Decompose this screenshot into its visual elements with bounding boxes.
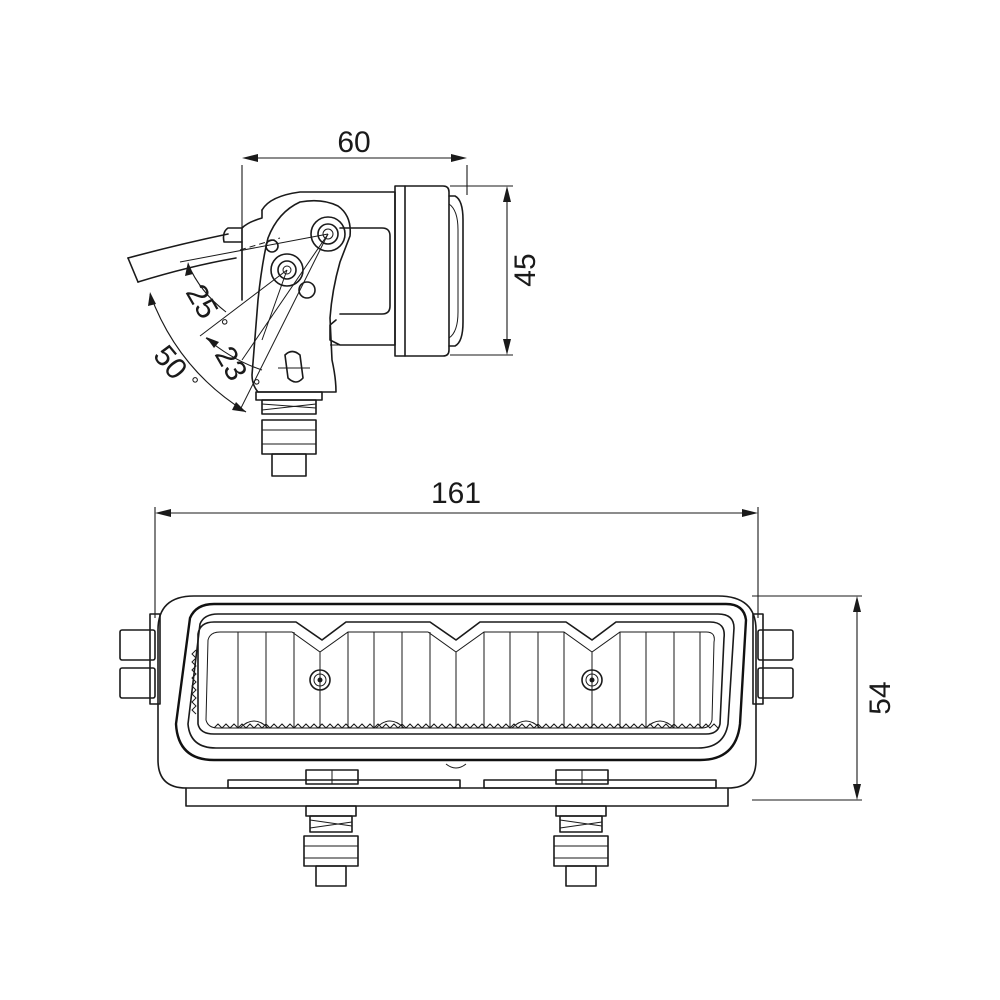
angle-50-degree: ° — [180, 373, 202, 393]
reflector-lines — [237, 632, 701, 728]
front-width-label: 161 — [431, 477, 481, 510]
mounting-bracket-side — [222, 199, 352, 393]
mounting-stud-front-right — [553, 805, 609, 887]
side-width-label: 60 — [337, 126, 370, 159]
side-height-dimension: 45 — [450, 185, 542, 356]
side-width-dimension: 60 — [241, 126, 468, 290]
front-view: 161 54 — [119, 477, 897, 887]
angle-50-label: 50 — [147, 339, 194, 386]
angle-construction — [148, 233, 329, 413]
side-view: 60 45 — [127, 126, 542, 477]
lamp-housing-front — [157, 595, 757, 807]
power-cable — [127, 233, 237, 283]
angle-labels: 25 ° 23 ° 50 ° — [147, 279, 264, 393]
mounting-stud-front-left — [303, 805, 359, 887]
lens-screw-left — [309, 669, 331, 691]
lens-screw-right — [581, 669, 603, 691]
front-height-dimension: 54 — [752, 595, 897, 801]
angle-23-label: 23 — [208, 341, 253, 386]
mounting-stud-side — [255, 391, 323, 477]
lamp-head-side — [261, 185, 464, 357]
side-height-label: 45 — [509, 253, 542, 286]
front-width-dimension: 161 — [154, 477, 759, 618]
angle-25-degree: ° — [209, 316, 232, 334]
front-height-label: 54 — [864, 681, 897, 714]
lens-assembly — [191, 621, 726, 735]
angle-25-label: 25 — [179, 279, 224, 324]
lamp-bezel-front — [174, 602, 748, 762]
side-bolts — [119, 613, 794, 705]
